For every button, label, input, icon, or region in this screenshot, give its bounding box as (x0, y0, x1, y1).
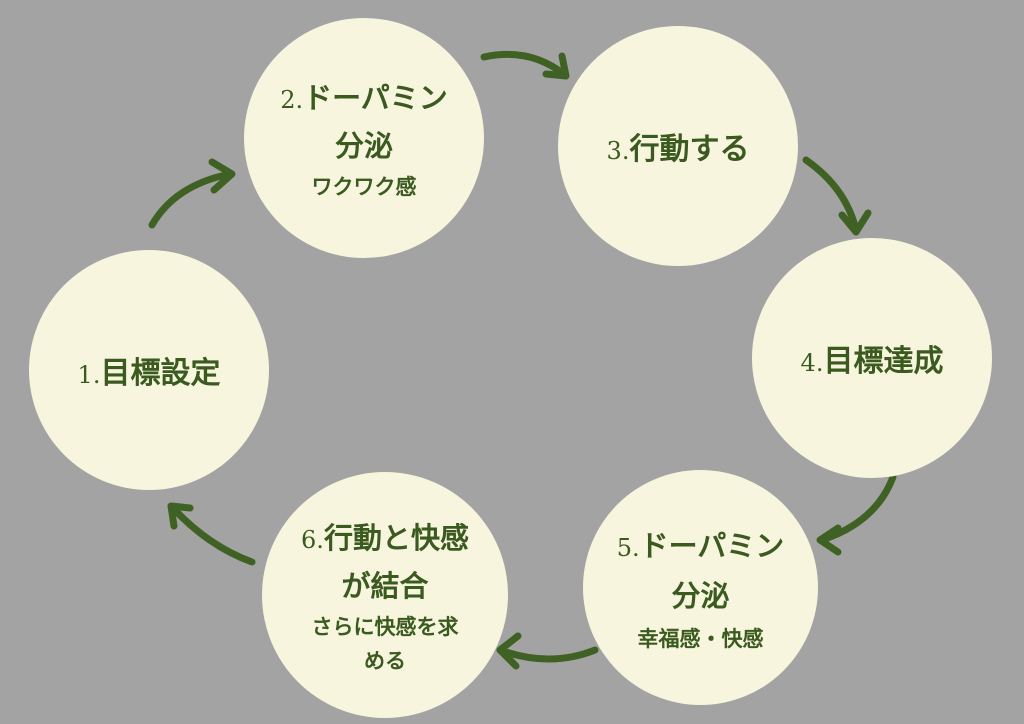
step-1-title: 目標設定 (100, 356, 221, 391)
step-3-title: 行動する (629, 132, 750, 167)
step-6-title-line2: が結合 (341, 569, 429, 603)
arrow-5-to-6 (496, 632, 599, 670)
step-5-title-line2: 分泌 (671, 578, 730, 613)
step-2-heading: 2. ドーパミン (280, 75, 448, 117)
arrow-4-to-5 (816, 473, 897, 556)
arrow-2-to-3 (480, 50, 570, 80)
step-5-title: ドーパミン (639, 528, 785, 563)
arrow-3-to-4 (802, 156, 872, 236)
step-3-circle: 3. 行動する (558, 26, 798, 266)
step-5-heading: 5. ドーパミン (617, 523, 785, 565)
step-4-title: 目標達成 (823, 344, 944, 379)
step-5-number: 5. (616, 533, 640, 562)
step-4-circle: 4. 目標達成 (752, 238, 992, 478)
step-6-subtitle: さらに快感を求 (311, 615, 459, 639)
step-1-heading: 1. 目標設定 (78, 348, 221, 392)
step-6-number: 6. (301, 526, 324, 554)
step-2-title-line2: 分泌 (334, 129, 393, 163)
step-2-title: ドーパミン (303, 81, 448, 115)
step-1-circle: 1. 目標設定 (29, 250, 269, 490)
step-2-circle: 2. ドーパミン 分泌 ワクワク感 (244, 18, 484, 258)
step-2-subtitle: ワクワク感 (311, 175, 417, 199)
step-3-heading: 3. 行動する (607, 124, 750, 168)
step-4-heading: 4. 目標達成 (801, 336, 944, 380)
step-6-title: 行動と快感 (323, 521, 469, 555)
step-6-circle: 6. 行動と快感 が結合 さらに快感を求 める (262, 472, 508, 718)
step-5-subtitle: 幸福感・快感 (637, 626, 764, 651)
step-5-circle: 5. ドーパミン 分泌 幸福感・快感 (583, 470, 818, 705)
step-1-number: 1. (77, 361, 101, 389)
step-2-number: 2. (280, 86, 304, 114)
step-4-number: 4. (800, 349, 824, 377)
arrow-6-to-1 (167, 502, 256, 566)
step-6-subtitle-line2: める (364, 649, 406, 673)
step-3-number: 3. (606, 137, 630, 165)
step-6-heading: 6. 行動と快感 (301, 515, 469, 557)
arrow-1-to-2 (148, 158, 236, 229)
